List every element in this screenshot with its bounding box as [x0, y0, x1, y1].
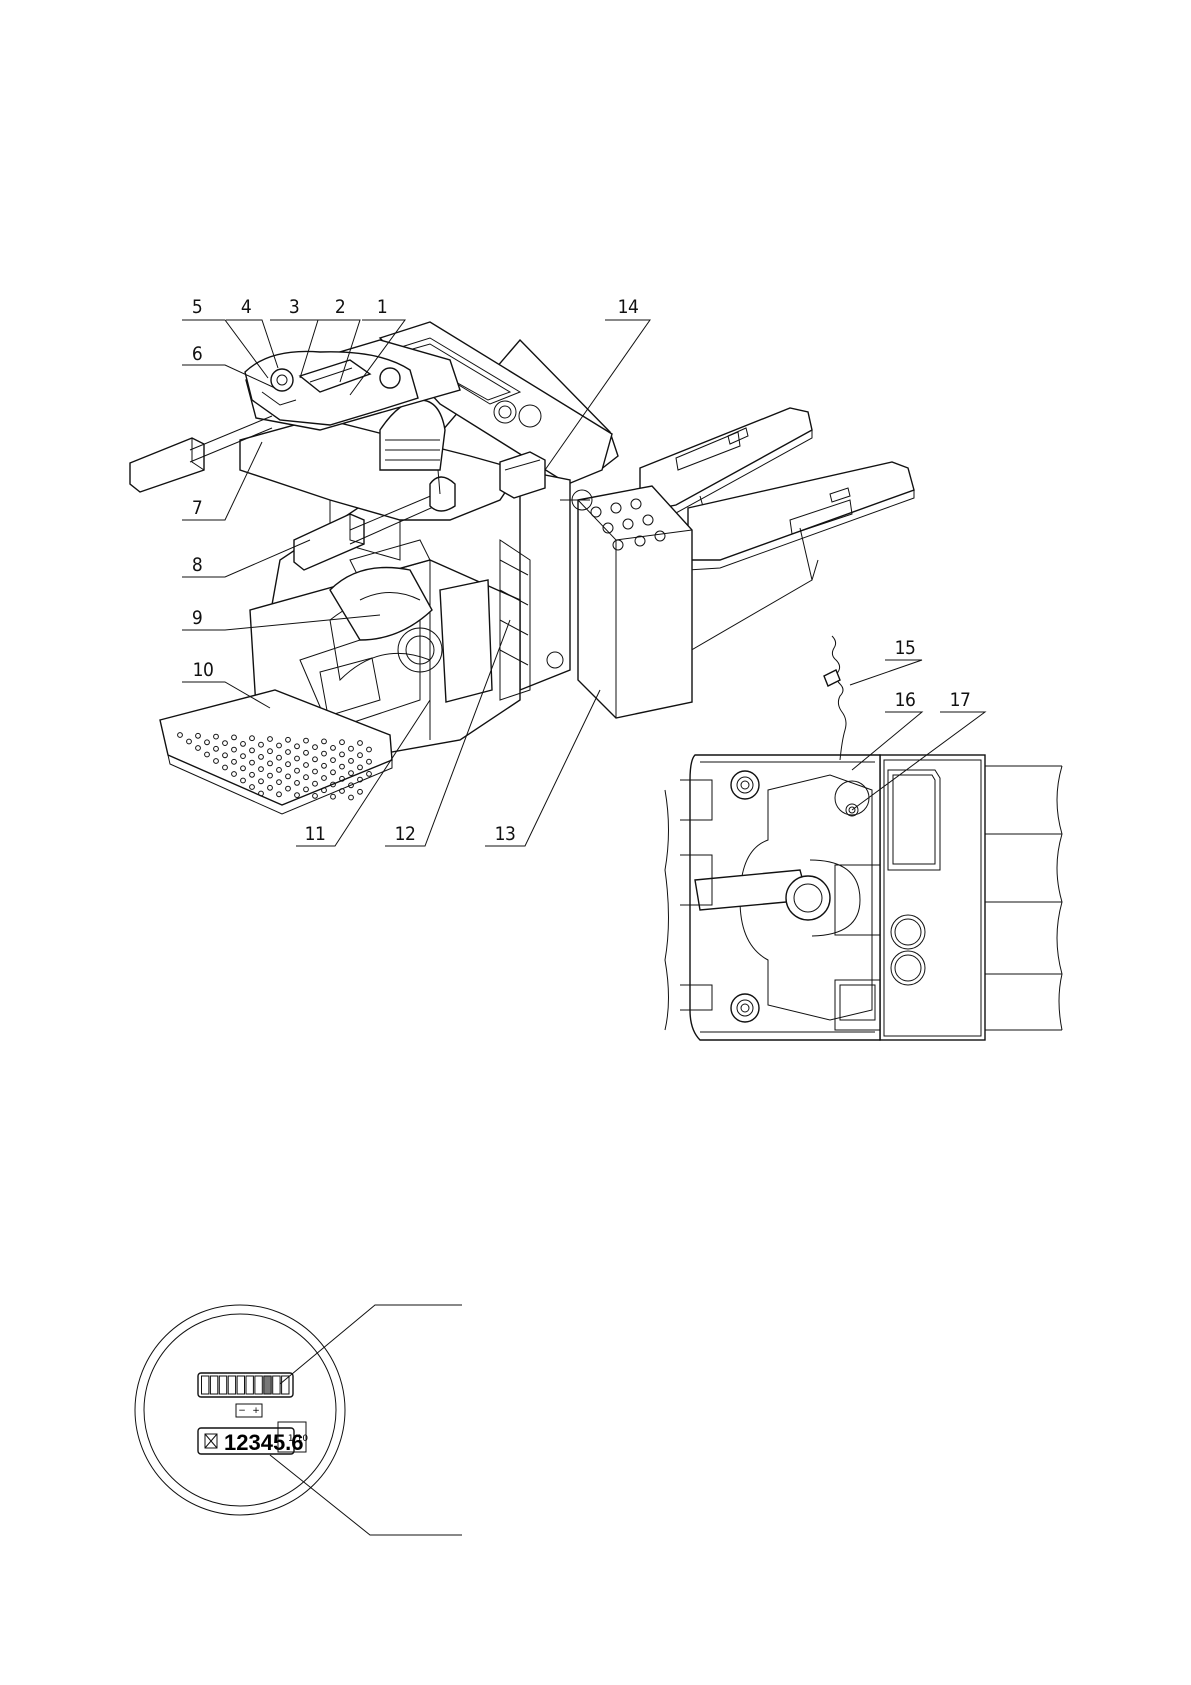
hour-counter: 12345.6 1/10: [198, 1422, 308, 1455]
platform-perforation: [349, 795, 354, 800]
platform-perforation: [331, 794, 336, 799]
hour-counter-decimal-unit: 1/10: [288, 1434, 308, 1444]
battery-cell: [273, 1376, 280, 1394]
callout-16: 16: [895, 689, 916, 711]
callout-9: 9: [192, 607, 202, 629]
battery-cell: [255, 1376, 262, 1394]
battery-level-bar: [198, 1373, 293, 1397]
callout-17: 17: [950, 689, 971, 711]
callout-5: 5: [192, 296, 202, 318]
callout-1: 1: [377, 296, 387, 318]
battery-cell: [210, 1376, 217, 1394]
battery-cell: [237, 1376, 244, 1394]
callout-labels-topview: 15 16 17: [895, 637, 971, 711]
battery-cell: [202, 1376, 209, 1394]
battery-cell: [282, 1376, 289, 1394]
callout-7: 7: [192, 497, 202, 519]
pallet-truck-drawing: [130, 322, 914, 814]
callout-15: 15: [895, 637, 916, 659]
callout-8: 8: [192, 554, 202, 576]
callout-2: 2: [335, 296, 345, 318]
battery-cell-active: [264, 1376, 271, 1394]
battery-box: [578, 486, 692, 718]
callout-10: 10: [193, 659, 214, 681]
callout-13: 13: [495, 823, 516, 845]
callout-12: 12: [395, 823, 416, 845]
callout-14: 14: [618, 296, 639, 318]
fork-right: [688, 462, 914, 652]
battery-cell: [219, 1376, 226, 1394]
battery-minus-sign: −: [238, 1406, 246, 1416]
platform-perforation: [367, 772, 372, 777]
battery-cell: [228, 1376, 235, 1394]
callout-11: 11: [305, 823, 326, 845]
callout-4: 4: [241, 296, 251, 318]
top-view-drawing: [665, 636, 1062, 1040]
platform-perforation: [358, 789, 363, 794]
callout-3: 3: [289, 296, 299, 318]
battery-plus-sign: +: [252, 1406, 260, 1416]
battery-icon: − +: [236, 1404, 262, 1417]
hour-meter-gauge: − + 12345.6 1/10: [135, 1305, 462, 1535]
leader-hour-counter: [270, 1455, 462, 1535]
callout-6: 6: [192, 343, 202, 365]
platform-perforation: [313, 794, 318, 799]
battery-cell: [246, 1376, 253, 1394]
leader-battery-indicator: [280, 1305, 462, 1384]
